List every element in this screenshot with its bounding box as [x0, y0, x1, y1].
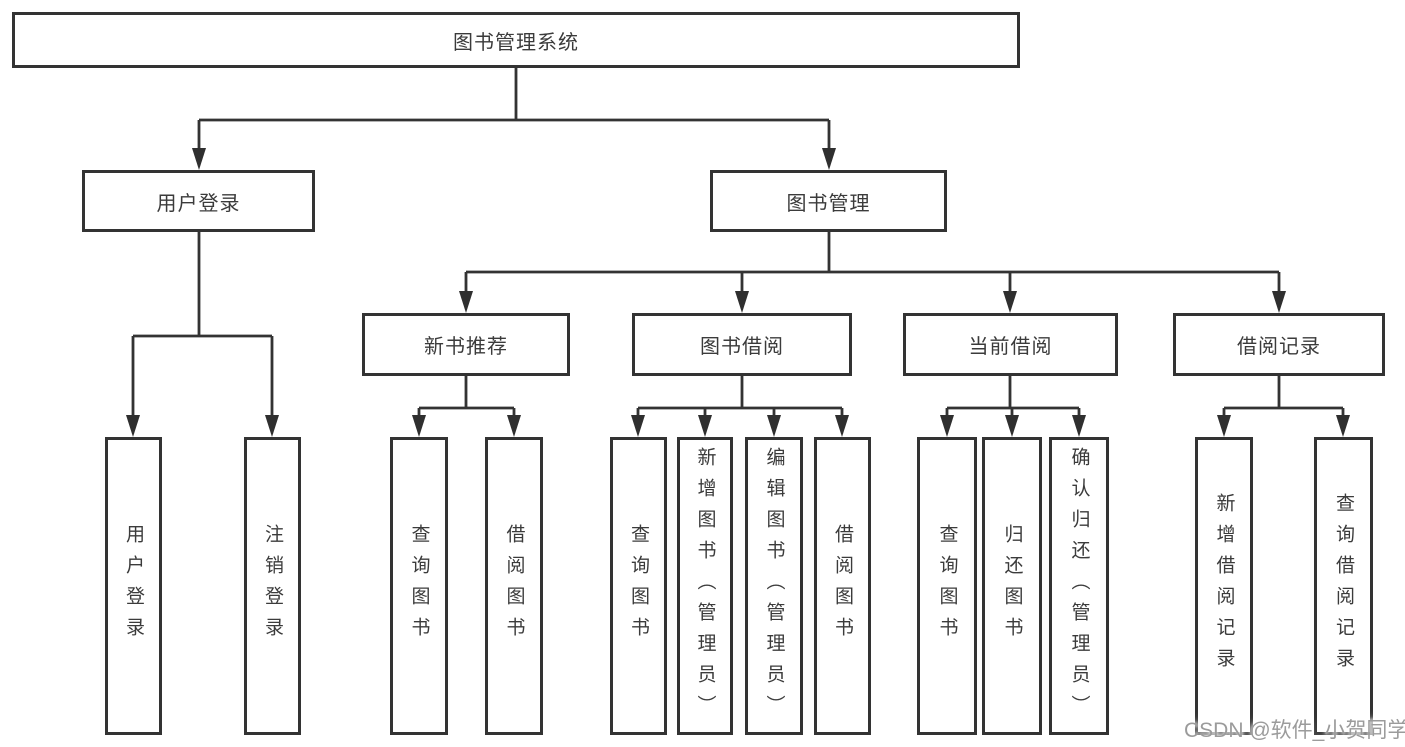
leaf-recommend-query-books: 查询图书 [390, 437, 448, 735]
node-new-book-recommend: 新书推荐 [362, 313, 570, 376]
leaf-add-books-admin: 新增图书（管理员） [677, 437, 733, 735]
leaf-borrow-books: 借阅图书 [814, 437, 871, 735]
connector-borrow-records-to-leaves [1222, 376, 1345, 419]
leaf-current-query-books: 查询图书 [917, 437, 977, 735]
leaf-logout-login: 注销登录 [244, 437, 301, 735]
connector-current-borrow-to-leaves [945, 376, 1081, 419]
leaf-query-borrow-record: 查询借阅记录 [1314, 437, 1373, 735]
csdn-watermark: CSDN @软件_小贺同学 [1184, 719, 1405, 742]
connector-new-book-recommend-to-leaves [417, 376, 516, 419]
leaf-add-borrow-record: 新增借阅记录 [1195, 437, 1253, 735]
connector-book-management-to-level3 [464, 232, 1281, 295]
node-borrow-records: 借阅记录 [1173, 313, 1385, 376]
leaf-return-books: 归还图书 [982, 437, 1042, 735]
leaf-confirm-return-admin: 确认归还（管理员） [1049, 437, 1109, 735]
connector-book-borrow-to-leaves [636, 376, 844, 419]
node-current-borrow: 当前借阅 [903, 313, 1118, 376]
node-library-management-system: 图书管理系统 [12, 12, 1020, 68]
node-book-management: 图书管理 [710, 170, 947, 232]
leaf-recommend-borrow-books: 借阅图书 [485, 437, 543, 735]
node-user-login: 用户登录 [82, 170, 315, 232]
leaf-borrow-query-books: 查询图书 [610, 437, 667, 735]
connector-root-to-level2 [197, 68, 831, 152]
connector-user-login-to-leaves [131, 232, 274, 419]
leaf-user-login: 用户登录 [105, 437, 162, 735]
leaf-edit-books-admin: 编辑图书（管理员） [745, 437, 803, 735]
node-book-borrow: 图书借阅 [632, 313, 852, 376]
